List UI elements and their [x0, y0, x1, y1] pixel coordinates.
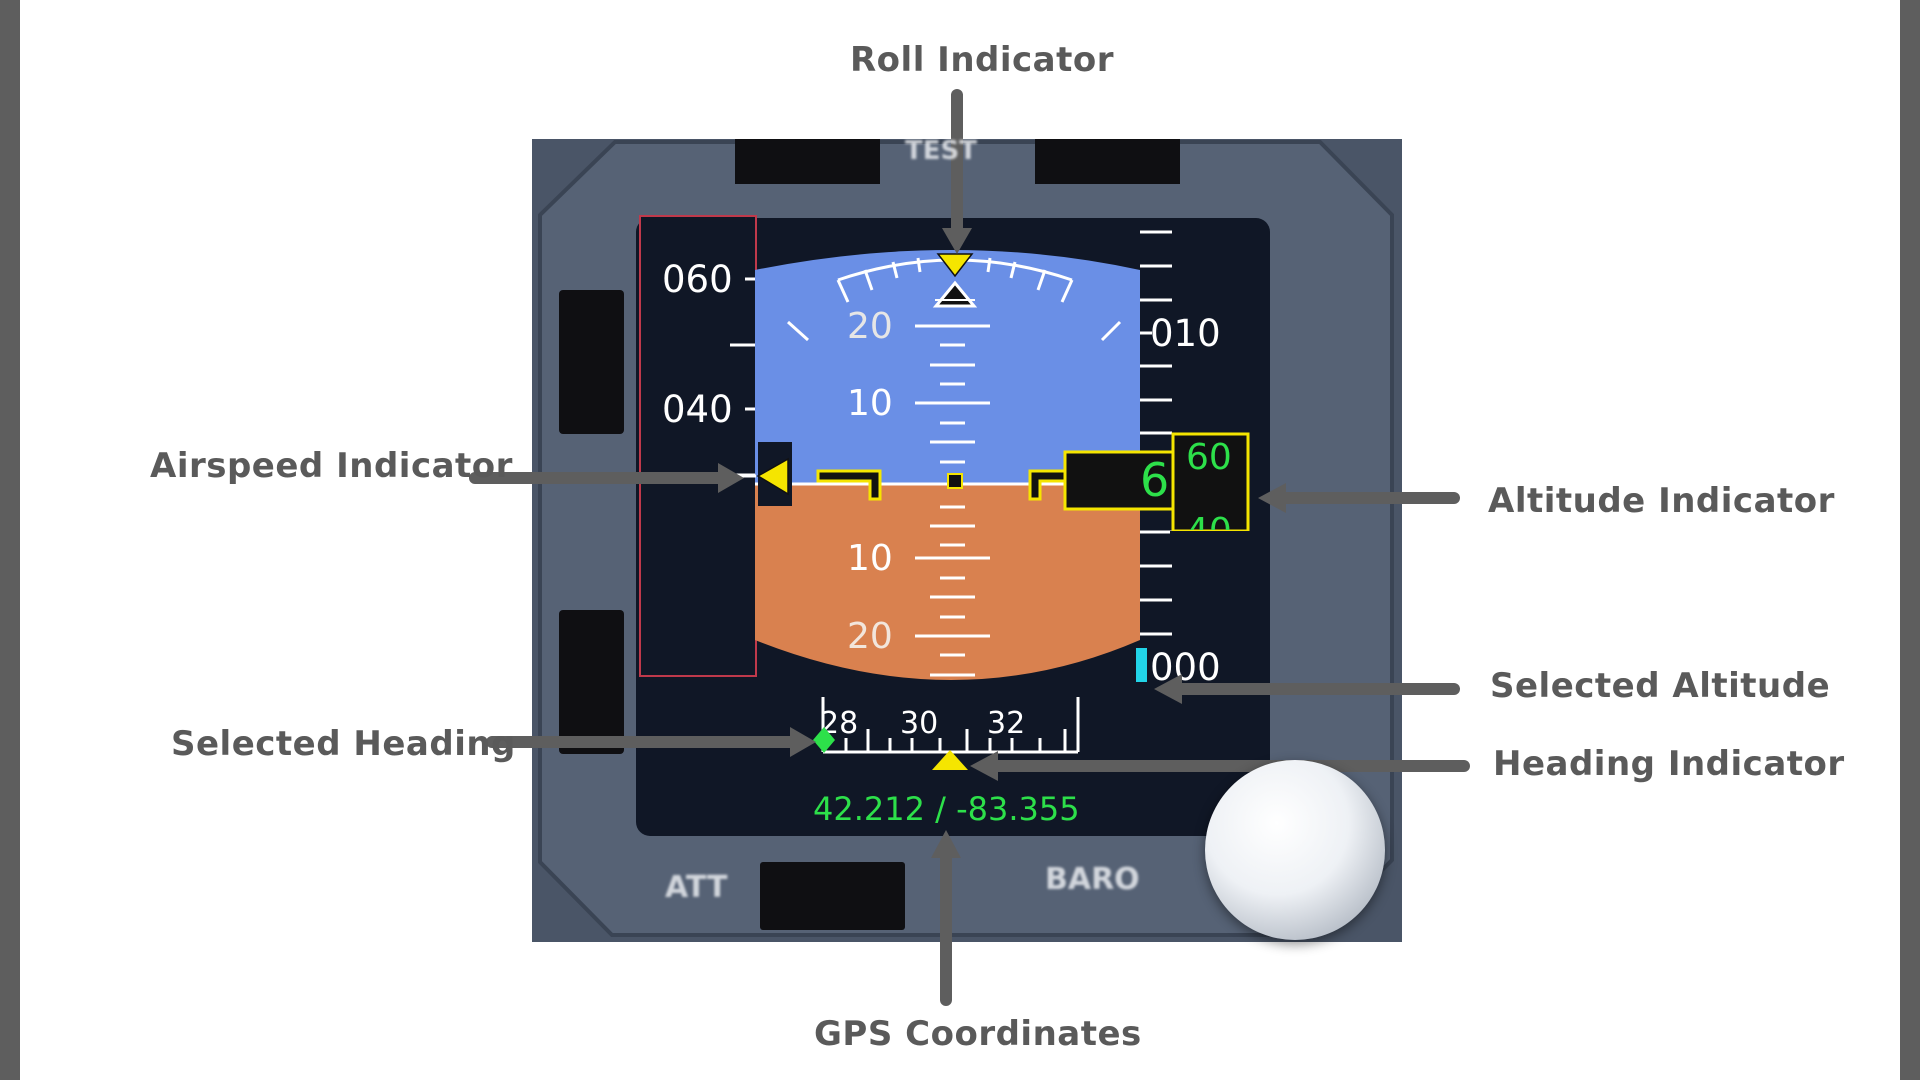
altitude-tape-ticks: [1140, 230, 1172, 636]
pitch-label: 10: [847, 383, 893, 424]
arrow-icon: [1154, 674, 1460, 704]
altitude-drum-mask: [1170, 531, 1250, 547]
sky: [755, 250, 1140, 484]
baro-knob[interactable]: [1205, 760, 1385, 940]
bezel-button-left-upper[interactable]: [559, 290, 624, 434]
arrow-icon: [469, 463, 744, 493]
arrow-icon: [486, 727, 816, 757]
arrow-icon: [970, 751, 1470, 781]
arrow-icon: [931, 830, 961, 1006]
gps-readout: 42.212 / -83.355: [813, 790, 1080, 828]
diagram-canvas: 060 040 20: [20, 0, 1900, 1080]
callout-selected-altitude: Selected Altitude: [1490, 666, 1831, 706]
callout-selected-heading: Selected Heading: [171, 724, 516, 764]
pitch-label: 20: [847, 616, 893, 657]
altitude-tick-label: 000: [1150, 646, 1221, 689]
roll-pointer-icon: [936, 253, 974, 278]
bezel-button-top-left[interactable]: [735, 139, 880, 184]
speed-tick-label: 040: [662, 388, 733, 431]
att-button-label: ATT: [665, 870, 728, 905]
callout-airspeed-indicator: Airspeed Indicator: [150, 446, 513, 486]
callout-gps-coordinates: GPS Coordinates: [814, 1014, 1142, 1054]
speed-tick-label: 060: [662, 258, 733, 301]
ground: [755, 484, 1140, 680]
baro-button-label: BARO: [1045, 862, 1140, 897]
altitude-readout-main: 6: [1140, 453, 1169, 507]
heading-indicator-icon: [932, 750, 968, 770]
test-button-label: TEST: [905, 136, 977, 166]
callout-heading-indicator: Heading Indicator: [1493, 744, 1845, 784]
pitch-label: 20: [847, 306, 893, 347]
selected-altitude-bug: [1136, 648, 1147, 682]
aircraft-symbol-left-wing: [816, 469, 882, 501]
attitude-indicator: [755, 250, 1140, 680]
pitch-ladder: [915, 324, 990, 677]
bezel-button-left-lower[interactable]: [559, 610, 624, 754]
pfd-illustration: 060 040 20: [469, 89, 1470, 1006]
heading-tick-label: 30: [900, 706, 938, 741]
bezel-button-bottom[interactable]: [760, 862, 905, 930]
aircraft-symbol-center: [947, 473, 963, 489]
airspeed-bug-icon: [756, 457, 789, 496]
arrow-icon: [942, 89, 972, 254]
altitude-tick-label: 010: [1150, 312, 1221, 355]
callout-arrows: [469, 89, 1470, 1006]
bezel-button-top-right[interactable]: [1035, 139, 1180, 184]
altitude-readout-upper: 60: [1186, 437, 1232, 478]
altitude-drum-clip: [1175, 436, 1246, 529]
heading-tick-label: 32: [987, 706, 1025, 741]
arrow-icon: [1258, 483, 1460, 513]
selected-heading-bug-icon: [813, 727, 835, 753]
callout-altitude-indicator: Altitude Indicator: [1488, 481, 1835, 521]
pitch-label: 10: [847, 538, 893, 579]
callout-roll-indicator: Roll Indicator: [850, 40, 1115, 80]
